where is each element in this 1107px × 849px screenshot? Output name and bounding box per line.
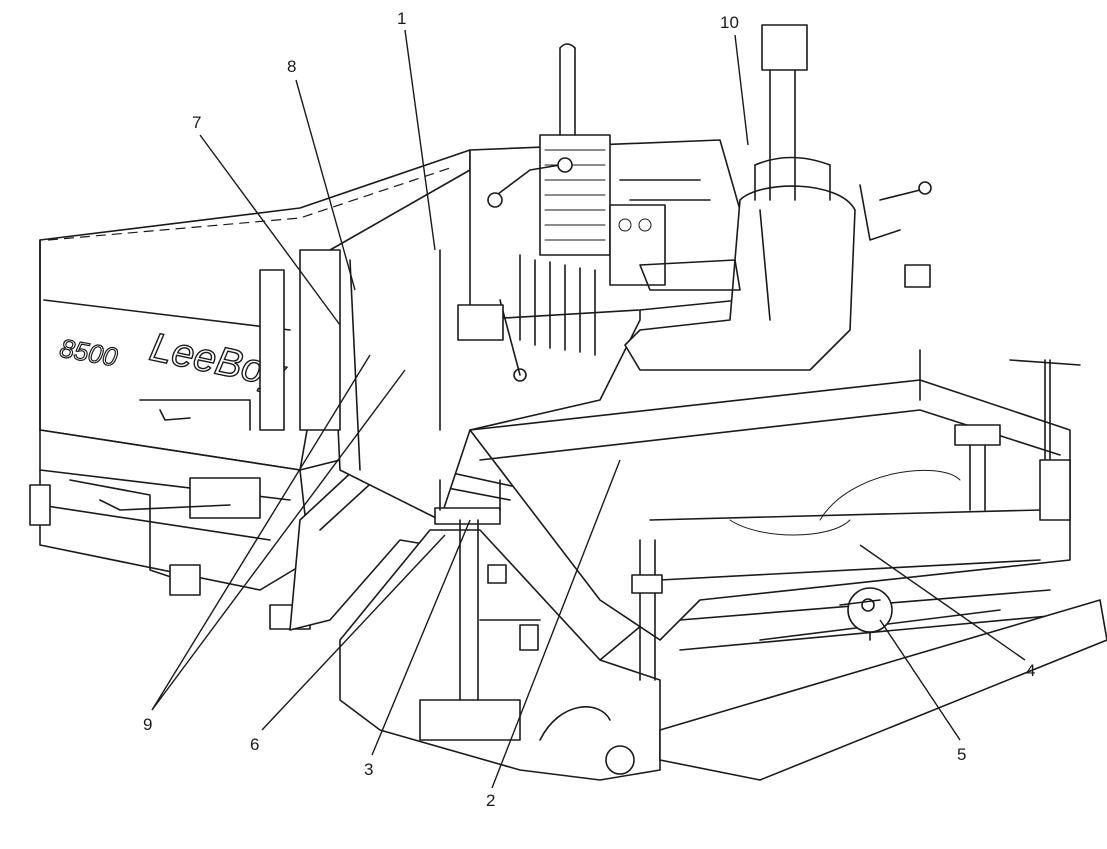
leader-line-2: [491, 459, 621, 789]
callout-5: 5: [957, 745, 966, 764]
callout-8: 8: [287, 57, 296, 76]
callout-9: 9: [143, 715, 152, 734]
operator-seat: [624, 24, 932, 371]
front-frame: [29, 429, 311, 630]
leader-line-4: [859, 544, 1026, 661]
crawler-track: [339, 529, 661, 781]
leader-line-8: [295, 79, 356, 291]
callouts: 1 2 3 4 5 6 7 8 9 10: [143, 9, 1035, 810]
callout-1: 1: [397, 9, 406, 28]
screed-assembly: [469, 349, 1107, 781]
callout-10: 10: [720, 13, 739, 32]
leader-line-10: [734, 34, 749, 146]
callout-6: 6: [250, 735, 259, 754]
leader-line-9a: [151, 354, 371, 711]
leader-line-6: [261, 534, 446, 731]
operator-console: [457, 43, 741, 382]
callout-2: 2: [486, 791, 495, 810]
leader-line-5: [879, 619, 961, 741]
callout-7: 7: [192, 113, 201, 132]
leader-lines: [151, 29, 1026, 789]
leader-line-7: [199, 134, 341, 326]
callout-3: 3: [364, 760, 373, 779]
callout-4: 4: [1026, 661, 1035, 680]
screed-controls-center: [434, 479, 663, 701]
leader-line-1: [404, 29, 436, 251]
leader-line-9b: [151, 369, 406, 711]
leader-line-3: [371, 519, 471, 756]
